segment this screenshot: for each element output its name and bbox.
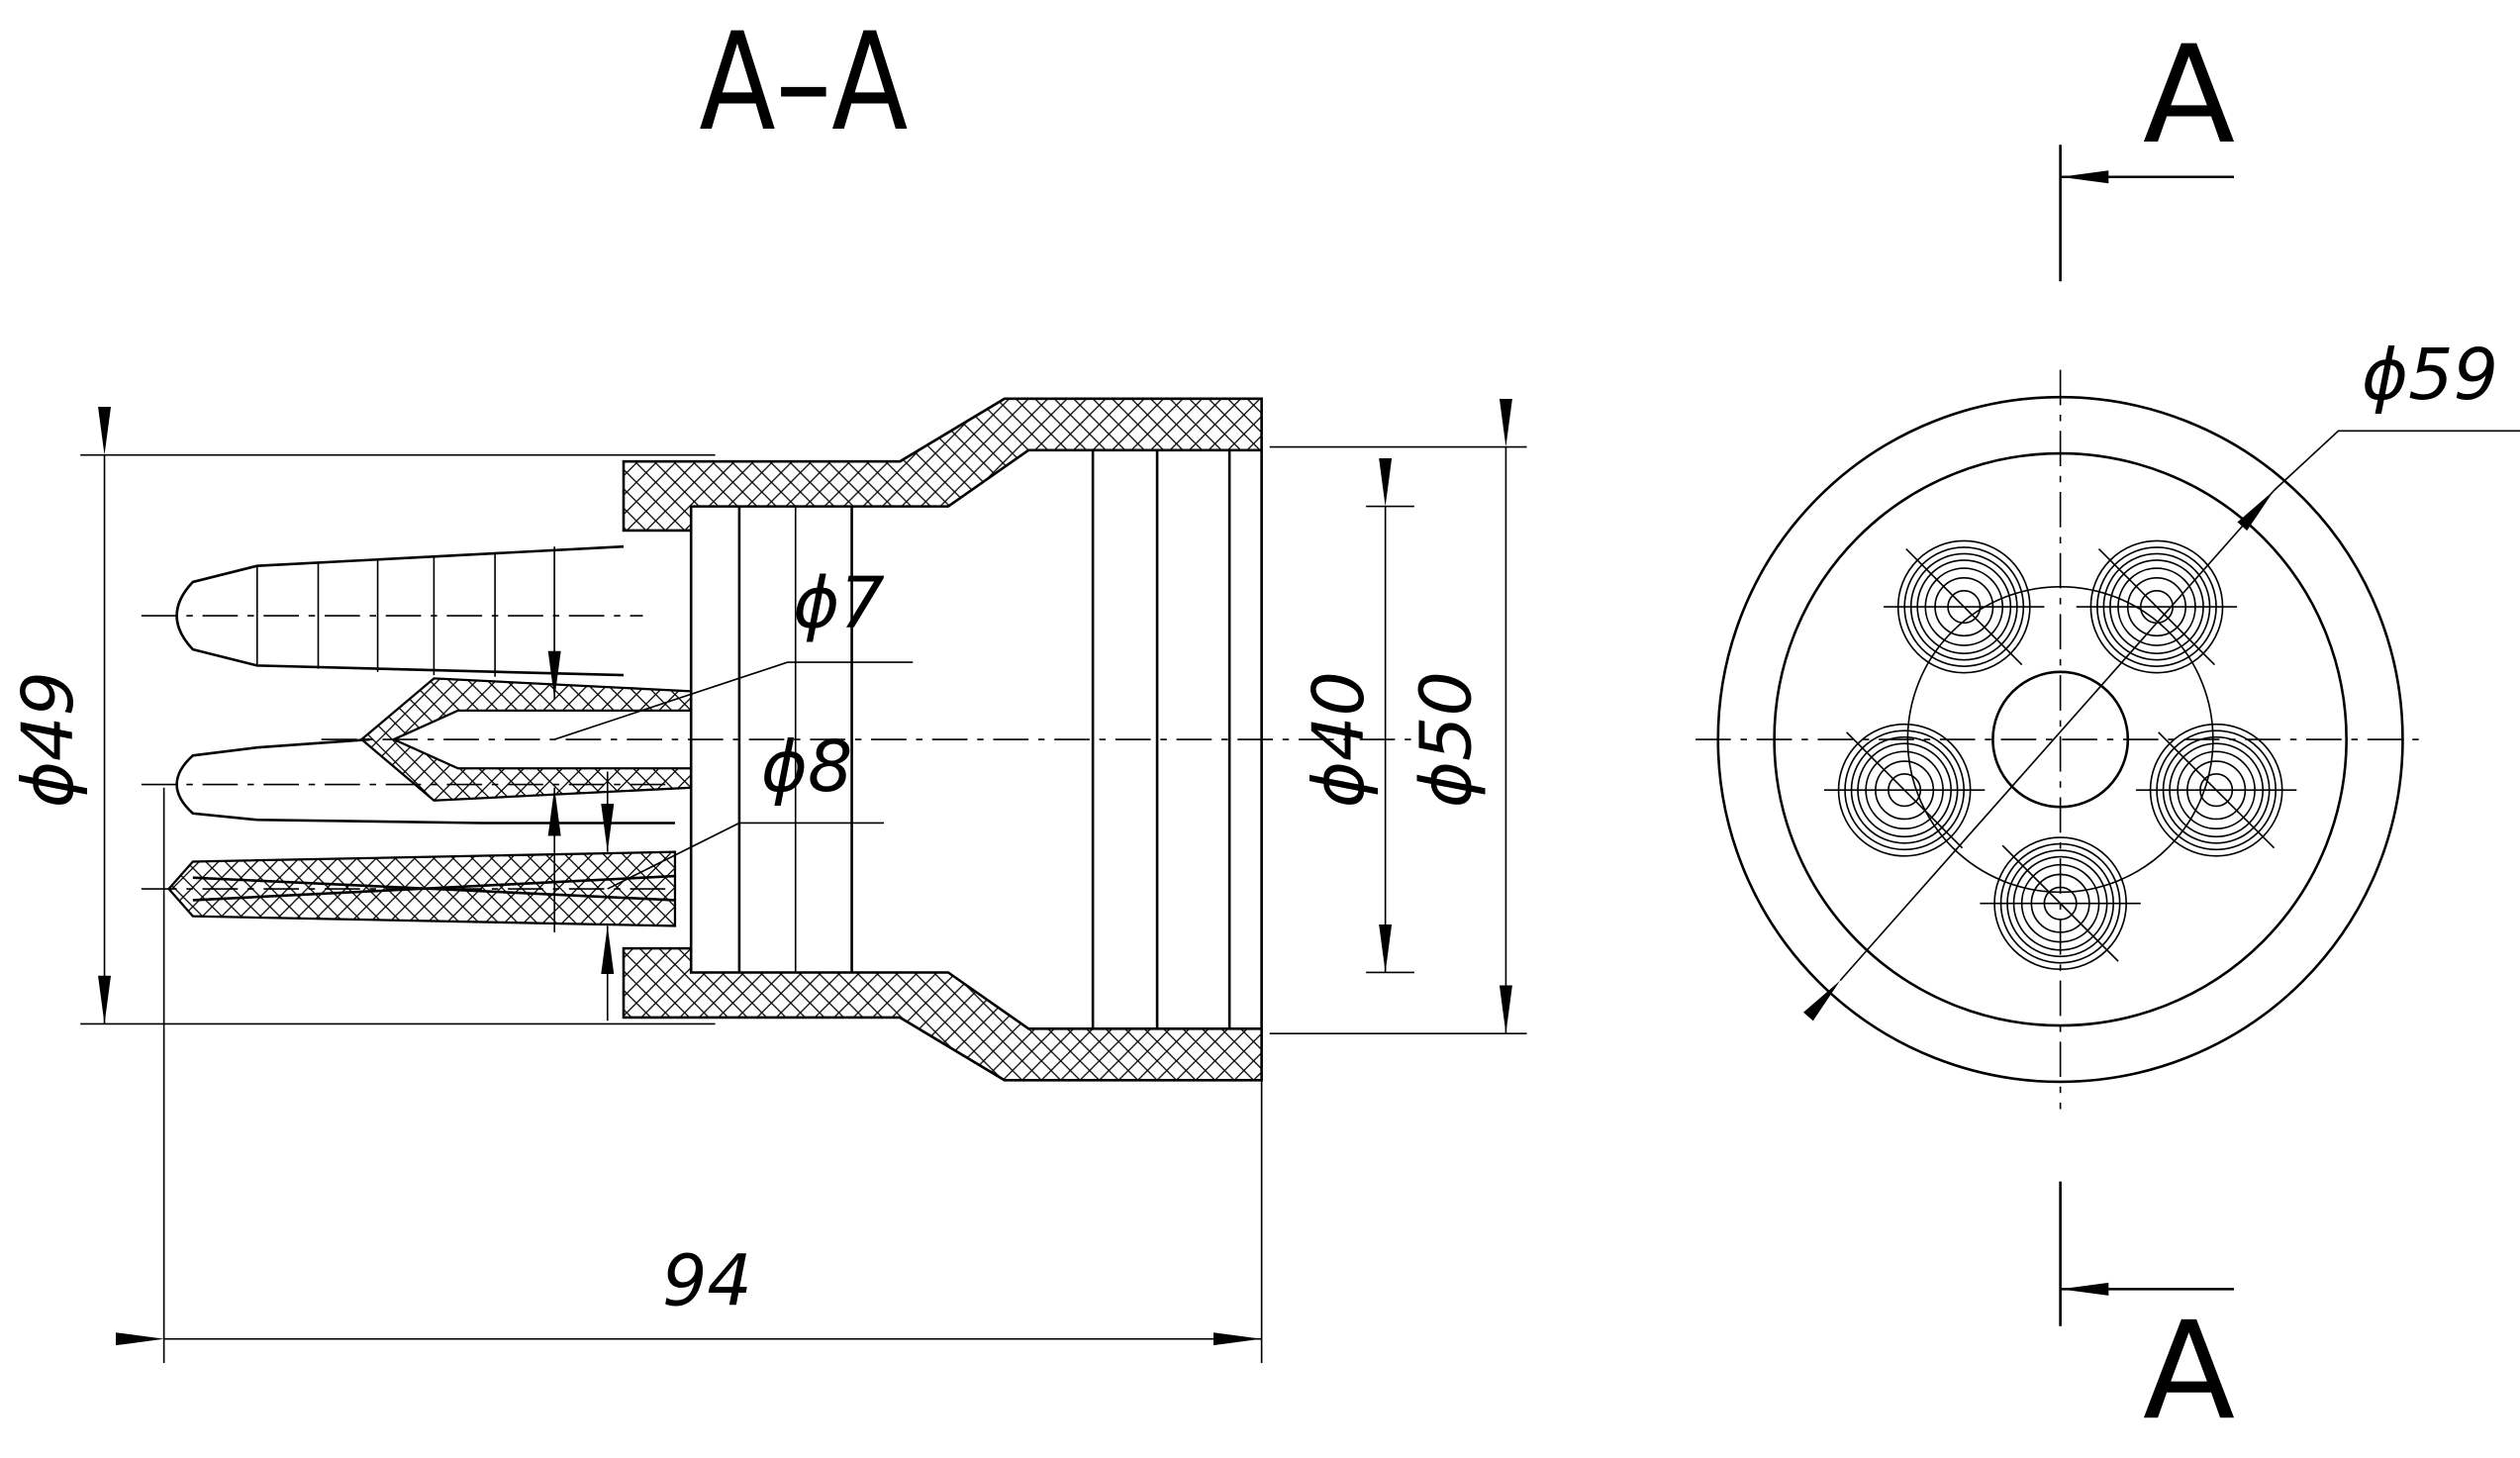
dimension-d49: ϕ49 [7, 406, 716, 1025]
svg-text:ϕ7: ϕ7 [793, 561, 885, 643]
section-title: A–A [699, 4, 908, 161]
inner-cone [359, 677, 693, 802]
dimension-d7: ϕ7 [547, 546, 914, 932]
svg-text:94: 94 [662, 1240, 752, 1322]
end-view [1696, 369, 2427, 1110]
svg-text:ϕ8: ϕ8 [761, 726, 853, 808]
dimension-d40: ϕ40 [1298, 457, 1414, 974]
hose-outlet [1980, 836, 2141, 971]
hose-barb-top [175, 544, 625, 677]
hose-barb-middle [175, 737, 675, 825]
svg-text:ϕ40: ϕ40 [1298, 671, 1380, 808]
hose-outlet [1823, 723, 1986, 857]
hose-outlet [1884, 539, 2045, 674]
section-marker-bottom: A [2143, 1293, 2235, 1450]
dimension-d8: ϕ8 [601, 726, 885, 1021]
section-marker-top: A [2143, 17, 2235, 174]
hose-outlet [2135, 723, 2297, 857]
body-wall [622, 397, 1263, 1082]
dimension-d50: ϕ50 [1269, 398, 1527, 1035]
hose-outlet [2076, 539, 2238, 674]
svg-text:ϕ49: ϕ49 [7, 671, 89, 808]
dimension-length-94: 94 [115, 787, 1263, 1364]
dimension-d59: ϕ59 [1803, 334, 2520, 1021]
svg-text:ϕ50: ϕ50 [1405, 671, 1488, 808]
section-cut-lines [2059, 145, 2234, 1326]
svg-text:ϕ59: ϕ59 [2362, 334, 2498, 416]
